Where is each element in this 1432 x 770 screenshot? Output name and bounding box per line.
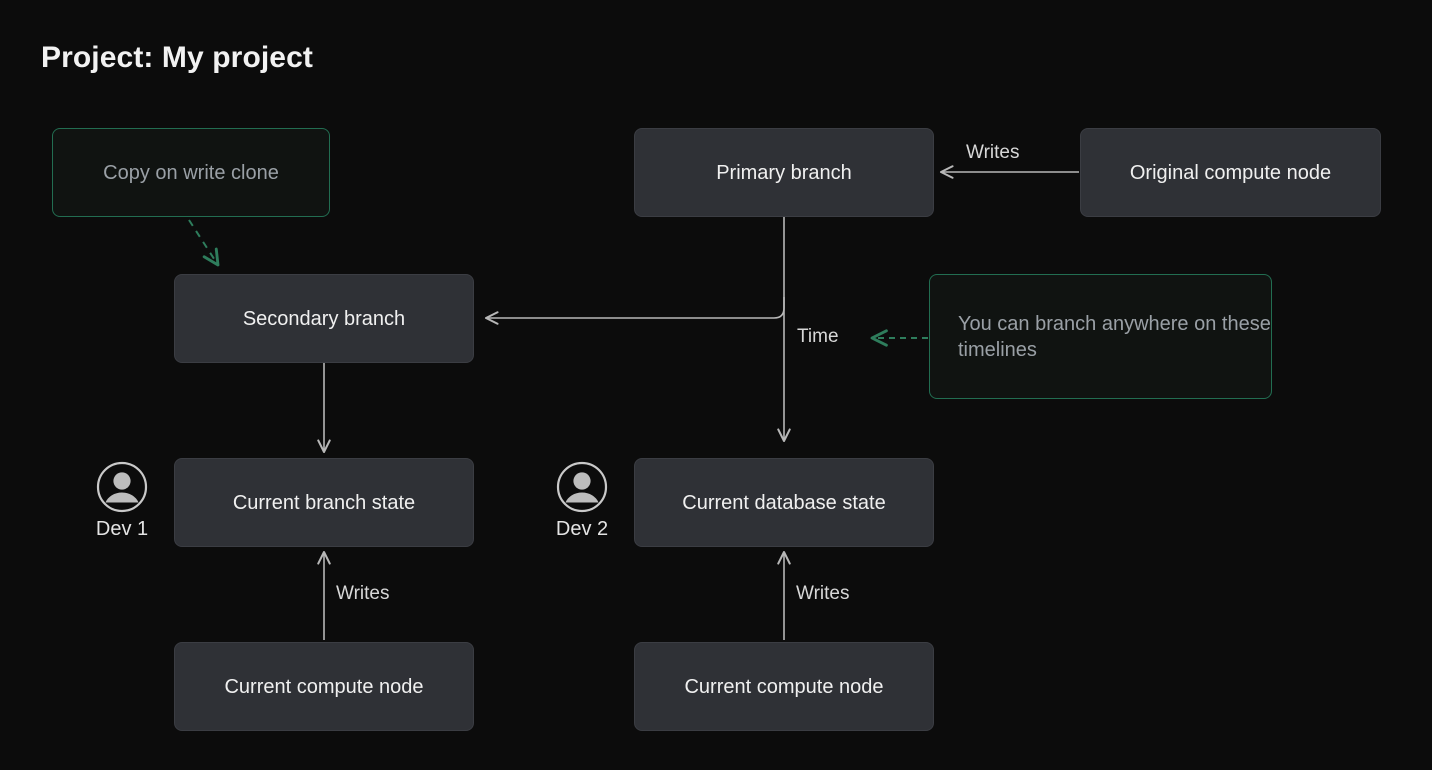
edge-label-writes-top: Writes (966, 142, 1020, 163)
node-current-compute-node-right[interactable]: Current compute node (634, 642, 934, 731)
page-title: Project: My project (41, 41, 313, 74)
user-avatar-icon (556, 461, 608, 513)
edge-primary-to-secondary (484, 297, 785, 325)
developer-dev-2[interactable]: Dev 2 (545, 461, 619, 541)
node-secondary-branch[interactable]: Secondary branch (174, 274, 474, 363)
developer-dev-1[interactable]: Dev 1 (85, 461, 159, 541)
node-branch-anywhere-note[interactable]: You can branch anywhere on these timelin… (929, 274, 1272, 399)
node-copy-on-write-clone[interactable]: Copy on write clone (52, 128, 330, 217)
node-original-compute-node[interactable]: Original compute node (1080, 128, 1381, 217)
user-avatar-icon (96, 461, 148, 513)
edge-clone-to-secondary-dashed (188, 219, 220, 267)
developer-label: Dev 2 (555, 518, 609, 540)
node-current-compute-node-left[interactable]: Current compute node (174, 642, 474, 731)
node-current-branch-state[interactable]: Current branch state (174, 458, 474, 547)
node-current-database-state[interactable]: Current database state (634, 458, 934, 547)
edge-label-writes-right: Writes (796, 583, 850, 604)
edge-label-writes-left: Writes (336, 583, 390, 604)
node-primary-branch[interactable]: Primary branch (634, 128, 934, 217)
edge-label-time: Time (797, 326, 839, 347)
developer-label: Dev 1 (95, 518, 149, 540)
